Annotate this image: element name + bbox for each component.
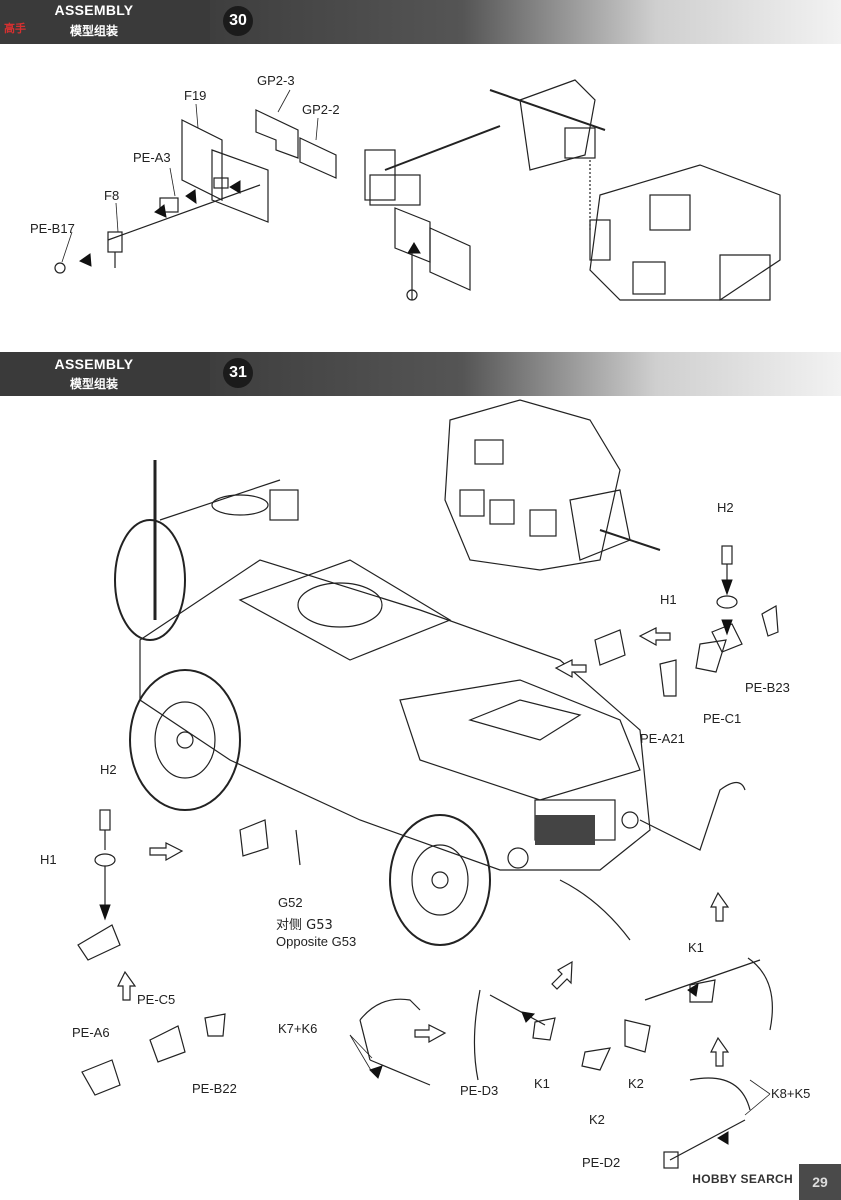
arrow-icon (78, 253, 92, 267)
arrow-icon (721, 619, 733, 636)
turret-assembly (489, 79, 781, 301)
direction-arrow-icon (710, 1036, 730, 1067)
part-label-g53-en: Opposite G53 (276, 934, 357, 949)
brand-watermark: HOBBY SEARCH (692, 1172, 793, 1186)
part-label-f8: F8 (104, 188, 120, 203)
part-label-pe-b17: PE-B17 (30, 221, 75, 236)
step-30-banner: ASSEMBLY 模型组装 高手 (0, 0, 841, 44)
part-label-k2-a: K2 (589, 1112, 605, 1127)
arrow-icon (521, 1011, 536, 1023)
front-left-wheel (129, 669, 241, 811)
direction-arrow-icon (117, 970, 137, 1001)
step-31-number: 31 (223, 358, 253, 388)
banner-tab (0, 352, 210, 396)
front-grille (507, 811, 639, 869)
part-label-pe-b22: PE-B22 (192, 1081, 237, 1096)
arrow-icon (229, 180, 241, 194)
mirror-left-group (77, 809, 301, 1096)
arrow-icon (369, 1065, 383, 1079)
grab-handles-bottom (359, 957, 773, 1169)
part-label-g52: G52 (278, 895, 303, 910)
direction-arrow-icon (551, 960, 573, 990)
part-label-pe-c1: PE-C1 (703, 711, 742, 726)
part-label-pe-c5: PE-C5 (137, 992, 176, 1007)
shield-plate-f19 (54, 109, 337, 274)
arrow-icon (185, 189, 197, 205)
part-label-pe-a3: PE-A3 (133, 150, 171, 165)
vehicle-hull (139, 460, 651, 871)
mirror-right-group (594, 545, 779, 697)
part-label-h1-right: H1 (660, 592, 677, 607)
part-label-gp2-3: GP2-3 (257, 73, 295, 88)
part-label-pe-a6: PE-A6 (72, 1025, 110, 1040)
arrow-icon (721, 579, 733, 596)
part-label-h2-left: H2 (100, 762, 117, 777)
arrow-icon (407, 242, 421, 254)
front-right-wheel (389, 814, 491, 946)
part-label-k1-b: K1 (688, 940, 704, 955)
step-30-number: 30 (223, 6, 253, 36)
direction-arrow-icon (638, 627, 671, 647)
banner-title: ASSEMBLY (54, 2, 134, 18)
watermark-logo: 高手 (4, 22, 26, 35)
arrow-icon (99, 904, 111, 921)
arrow-icon (717, 1131, 729, 1145)
part-label-pe-b23: PE-B23 (745, 680, 790, 695)
direction-arrow-icon (149, 842, 184, 862)
rear-wheel (114, 519, 186, 641)
part-label-h2-right: H2 (717, 500, 734, 515)
part-label-pe-d2: PE-D2 (582, 1155, 621, 1170)
banner-title: ASSEMBLY (54, 356, 134, 372)
part-label-k7-k6: K7+K6 (278, 1021, 318, 1036)
machine-gun-left (364, 125, 501, 301)
direction-arrow-icon (710, 891, 730, 922)
part-label-h1-left: H1 (40, 852, 57, 867)
part-label-f19: F19 (184, 88, 207, 103)
turret-top (444, 399, 661, 571)
direction-arrow-icon (554, 659, 587, 679)
banner-subtitle: 模型组装 (69, 24, 118, 38)
arrow-icon (154, 204, 167, 218)
banner-tab (0, 0, 210, 44)
arrow-icon (687, 983, 699, 997)
part-label-pe-d3: PE-D3 (460, 1083, 499, 1098)
part-label-g53-cn: 对侧 G53 (276, 918, 333, 933)
side-handle (639, 781, 746, 851)
part-label-k2-b: K2 (628, 1076, 644, 1091)
brush-guard (559, 879, 631, 941)
banner-subtitle: 模型组装 (69, 377, 118, 391)
direction-arrow-icon (414, 1024, 447, 1044)
step-31-banner: ASSEMBLY 模型组装 (0, 352, 841, 396)
page-number: 29 (799, 1164, 841, 1200)
part-label-gp2-2: GP2-2 (302, 102, 340, 117)
part-label-pe-a21: PE-A21 (640, 731, 685, 746)
part-label-k8-k5: K8+K5 (771, 1086, 811, 1101)
part-label-k1-a: K1 (534, 1076, 550, 1091)
